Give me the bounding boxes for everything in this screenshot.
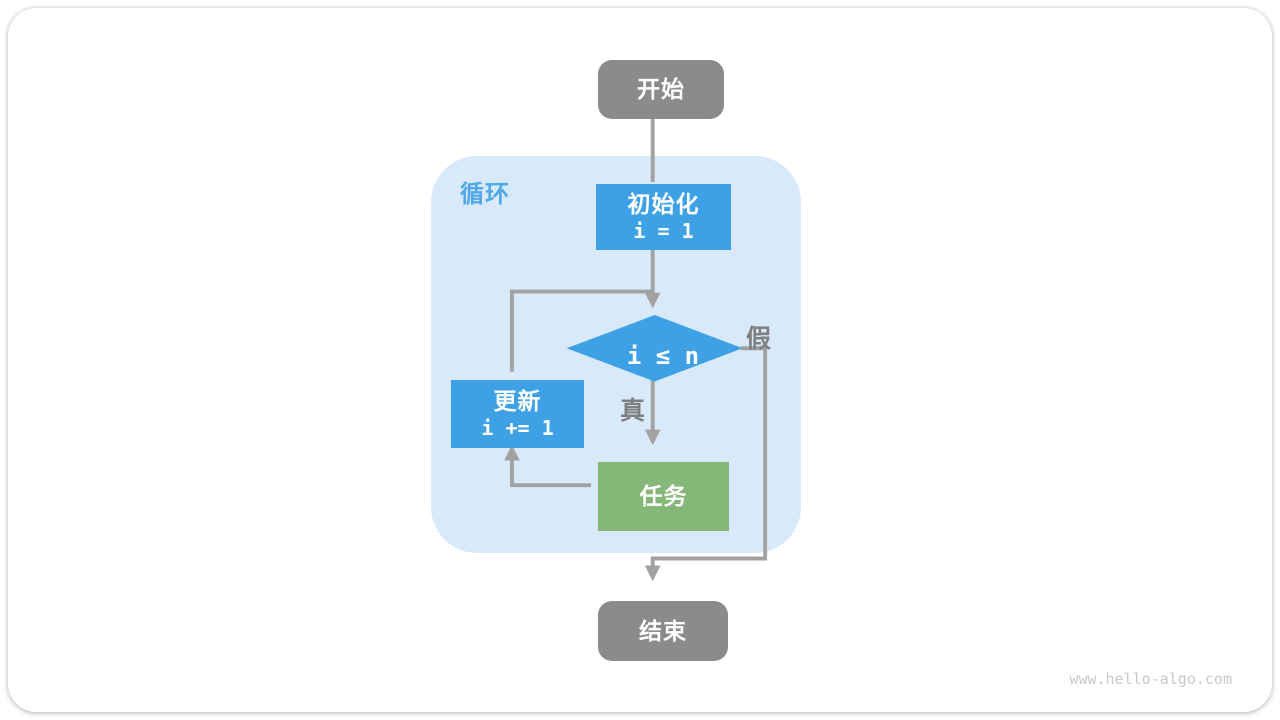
watermark-text: www.hello-algo.com (1069, 670, 1232, 688)
node-initialize: 初始化 i = 1 (596, 184, 731, 250)
node-condition-label: i ≤ n (626, 342, 700, 370)
diagram-card: 循环 开始 初始化 i = 1 i ≤ n 更新 i += 1 任务 结束 真 … (8, 8, 1272, 712)
node-update: 更新 i += 1 (451, 380, 584, 448)
node-update-label: 更新 (493, 388, 542, 415)
edge-task-to-update (504, 444, 592, 488)
flowchart-stage: 循环 开始 初始化 i = 1 i ≤ n 更新 i += 1 任务 结束 真 … (8, 8, 1272, 712)
node-initialize-code: i = 1 (633, 218, 694, 243)
node-end-label: 结束 (639, 617, 687, 644)
condition-diamond-shape (566, 315, 743, 382)
node-end: 结束 (598, 601, 728, 661)
edge-update-loopback (509, 289, 653, 372)
node-initialize-label: 初始化 (627, 191, 700, 218)
node-start: 开始 (598, 60, 724, 119)
node-task: 任务 (598, 462, 729, 531)
branch-label-true: 真 (620, 397, 646, 425)
node-start-label: 开始 (637, 76, 685, 103)
node-task-label: 任务 (639, 483, 688, 510)
edge-condition-false-to-end (644, 346, 768, 582)
loop-label: 循环 (460, 181, 510, 208)
branch-label-false: 假 (746, 325, 772, 353)
node-update-code: i += 1 (481, 415, 554, 440)
flowchart-edges (504, 116, 768, 582)
